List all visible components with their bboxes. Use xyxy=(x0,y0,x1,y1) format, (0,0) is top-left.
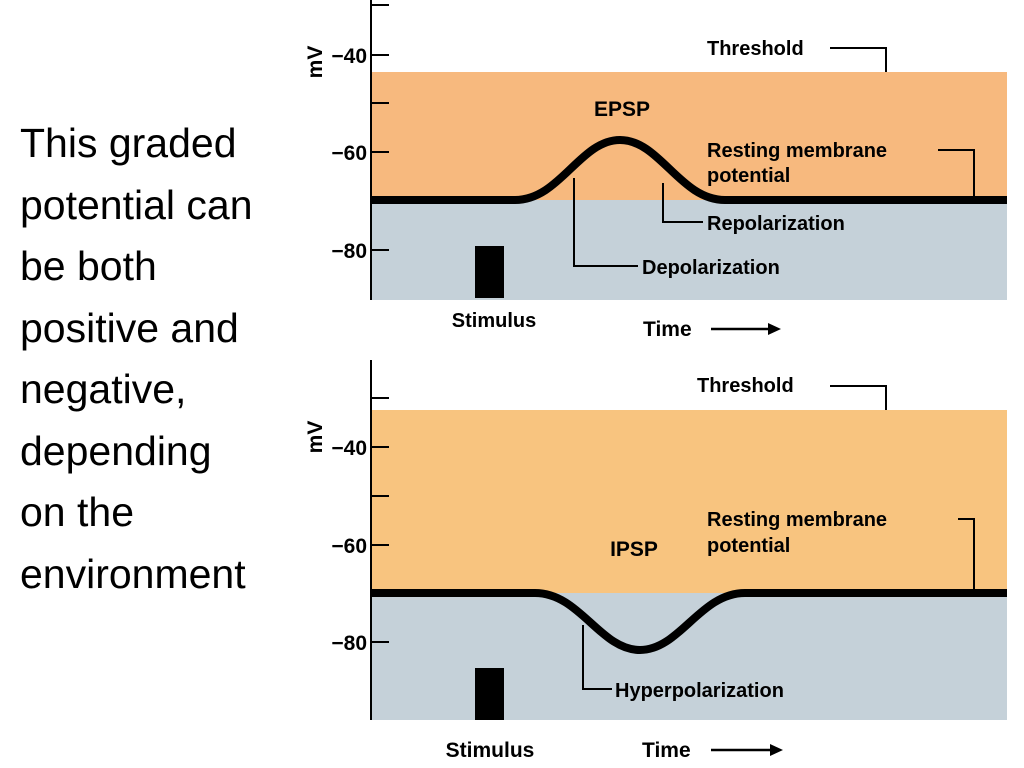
caption-line: This graded xyxy=(20,120,237,166)
caption-line: on the xyxy=(20,489,134,535)
ipsp-threshold-label: Threshold xyxy=(697,375,794,397)
caption-line: negative, xyxy=(20,366,187,412)
ipsp-time-arrowhead xyxy=(770,744,783,756)
ipsp-y-axis-label: mV xyxy=(304,421,327,454)
ipsp-panel: −40 −60 −80 mV Threshold IPSP Resting me… xyxy=(304,360,1007,762)
ipsp-tick-label: −40 xyxy=(331,437,367,460)
epsp-stimulus-label: Stimulus xyxy=(452,310,536,332)
ipsp-above-resting-region xyxy=(371,410,1007,593)
ipsp-stimulus-label: Stimulus xyxy=(446,739,535,762)
epsp-resting-leader xyxy=(938,149,975,200)
caption-line: depending xyxy=(20,427,212,474)
ipsp-trace xyxy=(371,589,1007,655)
ipsp-hyperpolarization-leader xyxy=(582,625,612,690)
epsp-tick-label: −80 xyxy=(331,240,367,263)
epsp-repolarization-leader xyxy=(662,183,703,223)
epsp-tick-label: −40 xyxy=(331,45,367,68)
caption-line: positive and xyxy=(20,304,239,351)
epsp-tick-label: −60 xyxy=(331,142,367,165)
epsp-below-resting-region xyxy=(371,200,1007,300)
ipsp-threshold-leader xyxy=(830,385,887,410)
ipsp-resting-label: Resting membrane xyxy=(707,509,887,531)
epsp-above-resting-region xyxy=(371,72,1007,200)
caption-line: environment xyxy=(20,550,246,597)
caption-line: be both xyxy=(20,243,157,289)
ipsp-hyperpolarization-label: Hyperpolarization xyxy=(615,680,784,702)
epsp-time-arrowhead xyxy=(768,323,781,335)
ipsp-time-label: Time xyxy=(642,739,691,762)
epsp-threshold-label: Threshold xyxy=(707,38,804,60)
ipsp-resting-label: potential xyxy=(707,535,790,557)
epsp-threshold-leader xyxy=(830,47,887,72)
epsp-y-axis-label: mV xyxy=(304,46,327,79)
ipsp-tick-label: −60 xyxy=(331,535,367,558)
epsp-time-label: Time xyxy=(643,318,692,341)
caption-text: This graded potential can be both positi… xyxy=(20,113,320,605)
epsp-repolarization-label: Repolarization xyxy=(707,213,845,235)
ipsp-tick-label: −80 xyxy=(331,632,367,655)
ipsp-title: IPSP xyxy=(610,538,658,561)
epsp-resting-label: Resting membrane xyxy=(707,140,887,162)
ipsp-resting-leader xyxy=(958,518,975,593)
caption-line: potential can xyxy=(20,181,253,228)
epsp-title: EPSP xyxy=(594,98,650,121)
epsp-depolarization-leader xyxy=(573,178,638,267)
epsp-stimulus-bar xyxy=(475,246,504,298)
epsp-resting-label: potential xyxy=(707,165,790,187)
ipsp-stimulus-bar xyxy=(475,668,504,720)
epsp-depolarization-label: Depolarization xyxy=(642,257,780,279)
epsp-trace xyxy=(371,135,1007,204)
epsp-panel: −40 −60 −80 mV Threshold EPSP Resting me… xyxy=(304,0,1007,341)
